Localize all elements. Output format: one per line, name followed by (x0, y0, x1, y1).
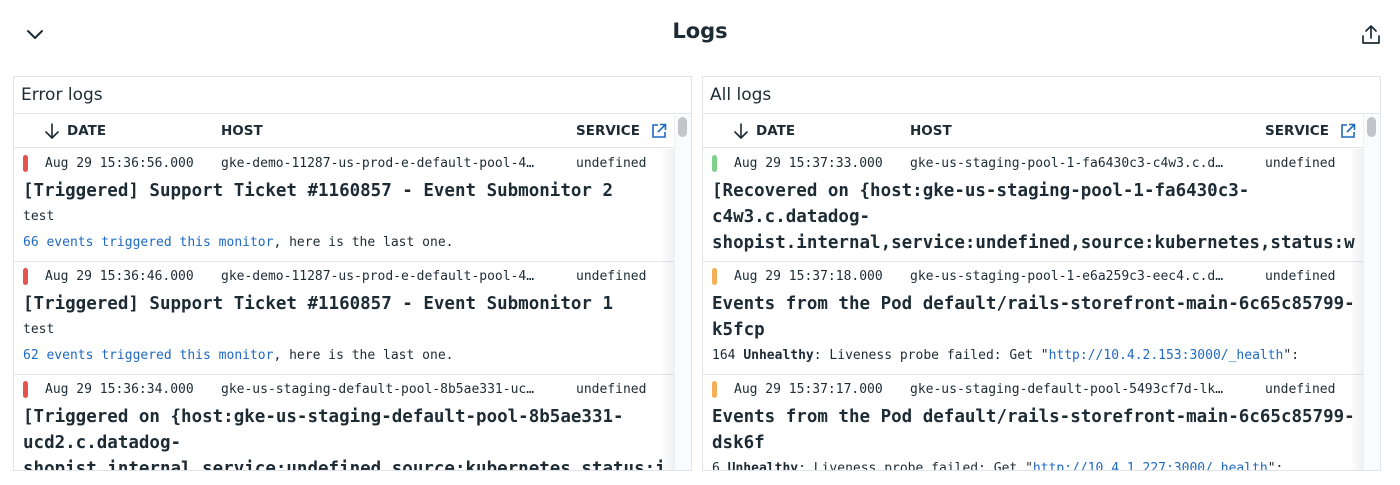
log-row[interactable]: Aug 29 15:37:17.000 gke-us-staging-defau… (703, 375, 1364, 471)
log-title: Events from the Pod default/rails-storef… (712, 407, 1355, 453)
column-date: DATE (67, 123, 107, 139)
arrow-down-icon (734, 123, 748, 139)
log-service: undefined (1265, 156, 1336, 171)
log-list: Aug 29 15:37:33.000 gke-us-staging-pool-… (703, 149, 1364, 471)
log-date: Aug 29 15:37:18.000 (734, 269, 883, 284)
event-reason: Unhealthy (743, 348, 814, 363)
events-link[interactable]: 66 events triggered this monitor (23, 235, 274, 250)
log-message: test (23, 322, 55, 337)
log-title: [Triggered] Support Ticket #1160857 - Ev… (23, 294, 614, 314)
sort-date-header[interactable]: DATE (733, 114, 795, 148)
column-host: HOST (221, 123, 263, 139)
log-host: gke-demo-11287-us-prod-e-default-pool-4… (221, 156, 535, 171)
health-url-link[interactable]: http://10.4.2.153:3000/_health (1048, 348, 1284, 363)
collapse-button[interactable] (22, 22, 48, 48)
status-indicator-error (23, 268, 28, 285)
log-row[interactable]: Aug 29 15:37:18.000 gke-us-staging-pool-… (703, 262, 1364, 375)
log-row[interactable]: Aug 29 15:37:33.000 gke-us-staging-pool-… (703, 149, 1364, 262)
scrollbar-thumb[interactable] (678, 117, 687, 137)
scrollbar[interactable] (1363, 115, 1380, 470)
event-count: 164 (712, 348, 744, 363)
log-date: Aug 29 15:36:34.000 (45, 382, 194, 397)
widget-title: Error logs (14, 77, 691, 114)
scrollbar-thumb[interactable] (1367, 117, 1376, 137)
column-service: SERVICE (576, 123, 640, 139)
log-service: undefined (1265, 269, 1336, 284)
open-in-explorer-button[interactable] (1340, 123, 1356, 139)
external-link-icon (1341, 123, 1356, 138)
log-message-line: 164 Unhealthy: Liveness probe failed: Ge… (711, 343, 1356, 369)
log-message-end: ": (1283, 348, 1300, 363)
table-header: DATE HOST SERVICE (703, 114, 1380, 148)
log-date: Aug 29 15:36:56.000 (45, 156, 194, 171)
share-button[interactable] (1359, 22, 1383, 48)
log-service: undefined (576, 156, 647, 171)
log-message-line: 6 Unhealthy: Liveness probe failed: Get … (711, 456, 1356, 471)
column-service: SERVICE (1265, 123, 1329, 139)
log-title: [Recovered on {host:gke-us-staging-pool-… (712, 181, 1355, 261)
table-header: DATE HOST SERVICE (14, 114, 691, 148)
error-logs-widget: Error logs DATE HOST SERVICE Aug 29 15:3… (13, 76, 692, 471)
status-indicator-warn (712, 268, 717, 285)
log-list: Aug 29 15:36:56.000 gke-demo-11287-us-pr… (14, 149, 675, 471)
status-indicator-error (23, 155, 28, 172)
log-host: gke-us-staging-default-pool-8b5ae331-uc… (221, 382, 535, 397)
arrow-down-icon (45, 123, 59, 139)
log-host: gke-us-staging-pool-1-fa6430c3-c4w3.c.d… (910, 156, 1224, 171)
log-row[interactable]: Aug 29 15:36:56.000 gke-demo-11287-us-pr… (14, 149, 675, 262)
column-date: DATE (756, 123, 796, 139)
event-reason: Unhealthy (727, 461, 799, 471)
log-host: gke-us-staging-pool-1-e6a259c3-eec4.c.d… (910, 269, 1224, 284)
event-count: 6 (712, 461, 728, 471)
status-indicator-error (23, 381, 28, 398)
log-message: test (23, 209, 55, 224)
log-message-text: , here is the last one. (273, 235, 454, 250)
log-message-text: , here is the last one. (273, 348, 454, 363)
events-link[interactable]: 62 events triggered this monitor (23, 348, 274, 363)
log-message-end: ": (1267, 461, 1284, 471)
log-message-line: 62 events triggered this monitor, here i… (22, 343, 667, 369)
log-host: gke-demo-11287-us-prod-e-default-pool-4… (221, 269, 535, 284)
log-host: gke-us-staging-default-pool-5493cf7d-lk… (910, 382, 1224, 397)
page-title: Logs (672, 19, 728, 43)
log-title: Events from the Pod default/rails-storef… (712, 294, 1355, 340)
log-date: Aug 29 15:37:33.000 (734, 156, 883, 171)
widget-title: All logs (703, 77, 1380, 114)
chevron-down-icon (27, 30, 43, 39)
log-date: Aug 29 15:36:46.000 (45, 269, 194, 284)
log-row[interactable]: Aug 29 15:36:34.000 gke-us-staging-defau… (14, 375, 675, 471)
health-url-link[interactable]: http://10.4.1.227:3000/_health (1032, 461, 1268, 471)
log-message-text: : Liveness probe failed: Get " (813, 348, 1049, 363)
status-indicator-ok (712, 155, 717, 172)
log-service: undefined (576, 269, 647, 284)
share-upload-icon (1362, 25, 1380, 44)
log-row[interactable]: Aug 29 15:36:46.000 gke-demo-11287-us-pr… (14, 262, 675, 375)
log-date: Aug 29 15:37:17.000 (734, 382, 883, 397)
dashboard-header: Logs (0, 0, 1400, 70)
status-indicator-warn (712, 381, 717, 398)
sort-date-header[interactable]: DATE (44, 114, 106, 148)
log-title: [Triggered] Support Ticket #1160857 - Ev… (23, 181, 614, 201)
external-link-icon (652, 123, 667, 138)
open-in-explorer-button[interactable] (651, 123, 667, 139)
log-title: [Triggered on {host:gke-us-staging-defau… (23, 407, 666, 471)
log-service: undefined (576, 382, 647, 397)
log-service: undefined (1265, 382, 1336, 397)
scrollbar[interactable] (674, 115, 691, 470)
log-message-line: 66 events triggered this monitor, here i… (22, 230, 667, 256)
all-logs-widget: All logs DATE HOST SERVICE Aug 29 15:37:… (702, 76, 1381, 471)
column-host: HOST (910, 123, 952, 139)
log-message-text: : Liveness probe failed: Get " (798, 461, 1033, 471)
